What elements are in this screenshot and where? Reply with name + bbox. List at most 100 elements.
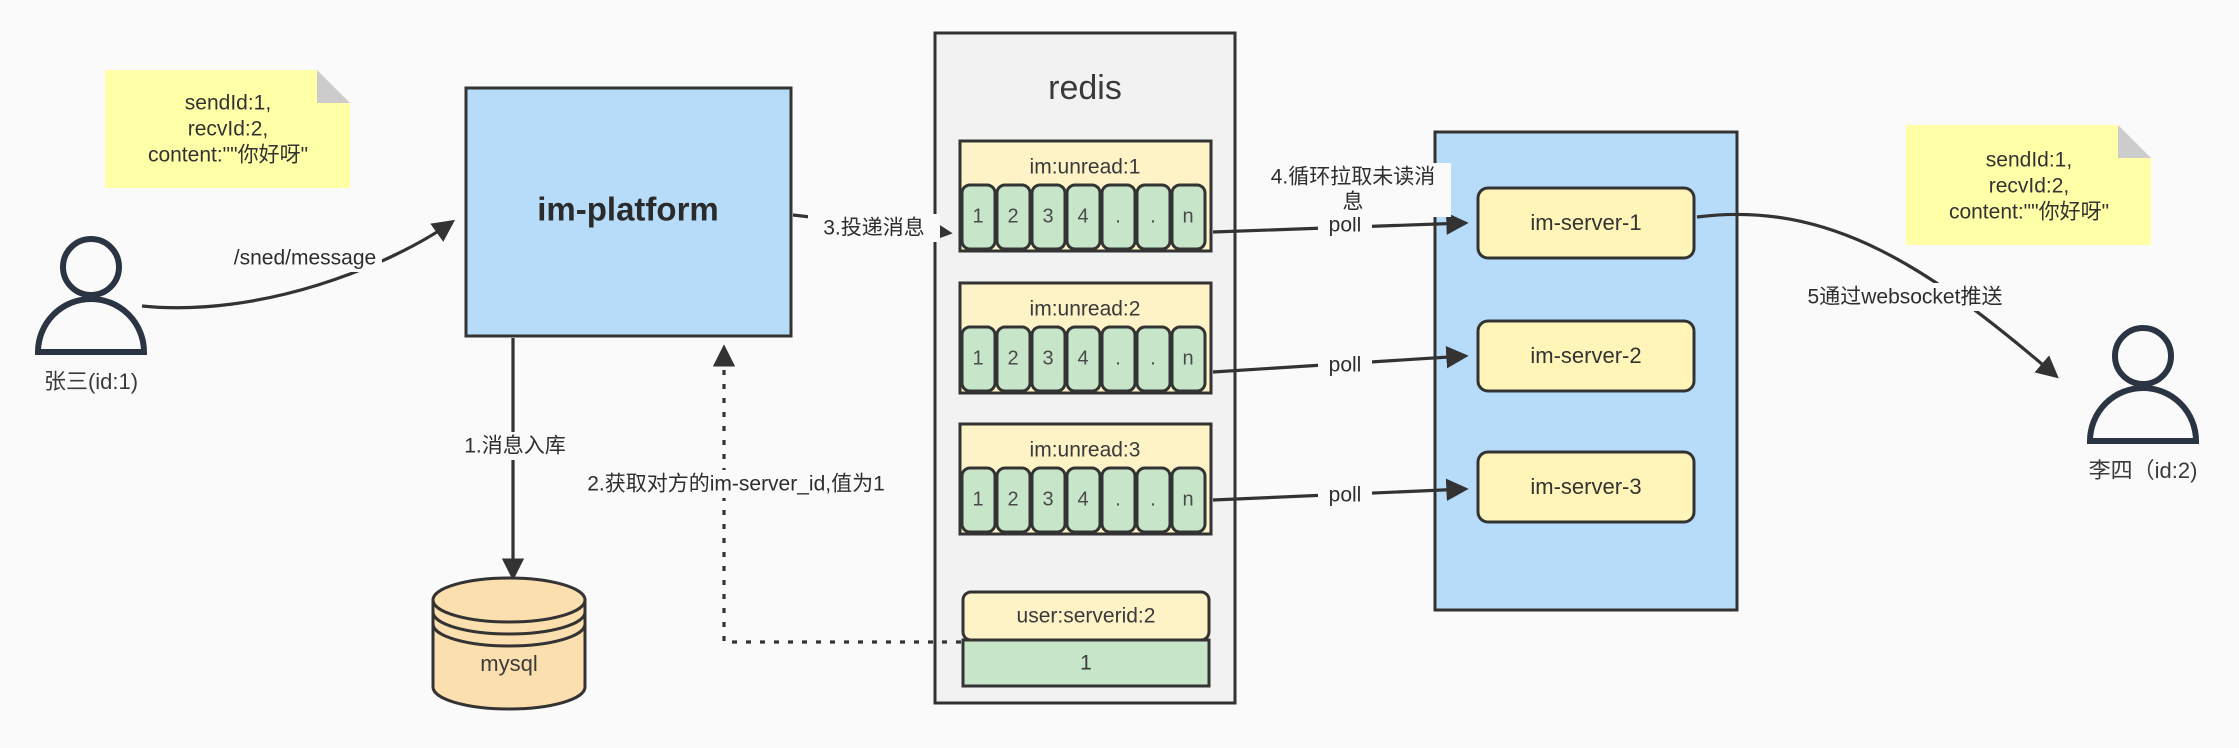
actor-sender: 张三(id:1) — [34, 236, 148, 394]
note-left-body — [105, 70, 350, 188]
im-server-3-node[interactable]: im-server-3 — [1476, 450, 1696, 524]
actor-receiver-label: 李四（id:2) — [2089, 458, 2198, 483]
edge-step4-label-line-2: 息 — [1343, 191, 1364, 214]
redis-cell[interactable] — [1135, 466, 1172, 534]
edge-step3-label-bg — [808, 214, 940, 242]
edge-step4-label-line-1: 4.循环拉取未读消 — [1271, 166, 1436, 189]
note-right: sendId:1, recvId:2, content:""你好呀" — [1906, 125, 2151, 245]
im-platform-node[interactable]: im-platform — [464, 86, 793, 338]
edge-poll-2-label: poll — [1329, 354, 1362, 377]
im-server-1-box[interactable] — [1476, 186, 1696, 260]
redis-cell-label: 2 — [1007, 347, 1018, 369]
mysql-cylinder-body[interactable] — [431, 598, 587, 711]
redis-list-2-cells: 1 2 3 4 . . n — [960, 325, 1207, 393]
edge-step3-label: 3.投递消息 — [823, 217, 925, 240]
im-server-2-label: im-server-2 — [1530, 343, 1641, 368]
redis-cell-label: . — [1115, 205, 1121, 227]
redis-cell-label: n — [1182, 205, 1193, 227]
redis-cell[interactable] — [1030, 183, 1067, 251]
redis-cell[interactable] — [995, 183, 1032, 251]
redis-cell[interactable] — [1135, 325, 1172, 393]
mysql-ring-1-icon — [431, 611, 587, 636]
redis-list-1-key: im:unread:1 — [1030, 156, 1141, 179]
redis-cell[interactable] — [1065, 466, 1102, 534]
edge-poll-2-label-bg — [1318, 353, 1372, 379]
im-server-3-box[interactable] — [1476, 450, 1696, 524]
redis-cell[interactable] — [1100, 325, 1137, 393]
redis-cell-label: 4 — [1077, 488, 1088, 510]
note-right-line-2: recvId:2, — [1989, 175, 2070, 198]
redis-cell[interactable] — [1170, 466, 1207, 534]
note-left-line-2: recvId:2, — [188, 118, 269, 141]
mysql-node[interactable]: mysql — [431, 576, 587, 711]
redis-map-entry-value-box[interactable] — [961, 638, 1211, 688]
im-platform-label: im-platform — [537, 191, 719, 228]
im-server-1-node[interactable]: im-server-1 — [1476, 186, 1696, 260]
redis-cell-label: n — [1182, 347, 1193, 369]
note-right-fold-icon — [2118, 125, 2151, 158]
note-right-body — [1906, 125, 2151, 245]
redis-cell-label: . — [1115, 488, 1121, 510]
redis-cell-label: 2 — [1007, 488, 1018, 510]
im-server-3-label: im-server-3 — [1530, 474, 1641, 499]
note-right-line-3: content:""你好呀" — [1949, 201, 2109, 224]
redis-cell[interactable] — [1065, 325, 1102, 393]
redis-cell[interactable] — [995, 466, 1032, 534]
redis-cell-label: . — [1115, 347, 1121, 369]
redis-list-3-cells: 1 2 3 4 . . n — [960, 466, 1207, 534]
redis-cell-label: . — [1150, 205, 1156, 227]
redis-cell[interactable] — [1030, 325, 1067, 393]
redis-map-entry-key: user:serverid:2 — [1017, 605, 1156, 628]
edge-step1-label-bg — [455, 432, 575, 460]
redis-cell[interactable] — [960, 183, 997, 251]
redis-cell-label: 1 — [972, 205, 983, 227]
redis-list-3-key: im:unread:3 — [1030, 439, 1141, 462]
redis-cell-label: . — [1150, 488, 1156, 510]
im-server-1-label: im-server-1 — [1530, 210, 1641, 235]
redis-cell[interactable] — [1170, 325, 1207, 393]
redis-map-entry[interactable]: user:serverid:2 1 — [961, 590, 1211, 688]
redis-cell-label: 3 — [1042, 488, 1053, 510]
redis-cell[interactable] — [1065, 183, 1102, 251]
redis-cell[interactable] — [1100, 183, 1137, 251]
redis-cell[interactable] — [960, 325, 997, 393]
note-left: sendId:1, recvId:2, content:""你好呀" — [105, 70, 350, 188]
edge-step1-label: 1.消息入库 — [464, 435, 566, 458]
redis-cell[interactable] — [1100, 466, 1137, 534]
redis-cell-label: 3 — [1042, 347, 1053, 369]
redis-list-1-cells: 1 2 3 4 . . n — [960, 183, 1207, 251]
redis-map-entry-value: 1 — [1080, 652, 1092, 675]
redis-list-2-key: im:unread:2 — [1030, 298, 1141, 321]
mysql-label: mysql — [480, 651, 537, 676]
redis-cell-label: 1 — [972, 488, 983, 510]
im-platform-box[interactable] — [464, 86, 793, 338]
redis-list-3[interactable]: im:unread:3 1 2 3 4 . . n — [958, 422, 1213, 536]
redis-cell[interactable] — [1170, 183, 1207, 251]
note-left-fold-icon — [317, 70, 350, 103]
mysql-cylinder-top — [431, 576, 587, 624]
redis-cell[interactable] — [1030, 466, 1067, 534]
redis-title: redis — [1048, 69, 1122, 107]
redis-cell-label: 2 — [1007, 205, 1018, 227]
im-server-2-node[interactable]: im-server-2 — [1476, 319, 1696, 393]
edge-send-message-label: /sned/message — [234, 247, 376, 270]
im-server-group: im-server-1 im-server-2 im-server-3 — [1433, 130, 1739, 612]
redis-cell-label: 4 — [1077, 347, 1088, 369]
redis-cell-label: 1 — [972, 347, 983, 369]
redis-cell[interactable] — [960, 466, 997, 534]
actor-sender-label: 张三(id:1) — [44, 369, 138, 394]
edge-sender-to-platform — [141, 219, 456, 310]
redis-cell[interactable] — [1135, 183, 1172, 251]
redis-list-1[interactable]: im:unread:1 1 2 3 4 . . n — [958, 139, 1213, 253]
redis-cell-label: 3 — [1042, 205, 1053, 227]
im-server-2-box[interactable] — [1476, 319, 1696, 393]
edge-poll-1-label: poll — [1329, 214, 1362, 237]
redis-list-2[interactable]: im:unread:2 1 2 3 4 . . n — [958, 281, 1213, 395]
redis-cell[interactable] — [995, 325, 1032, 393]
redis-cell-label: 4 — [1077, 205, 1088, 227]
note-right-line-1: sendId:1, — [1986, 149, 2072, 172]
redis-cell-label: . — [1150, 347, 1156, 369]
person-head-icon — [60, 236, 122, 298]
